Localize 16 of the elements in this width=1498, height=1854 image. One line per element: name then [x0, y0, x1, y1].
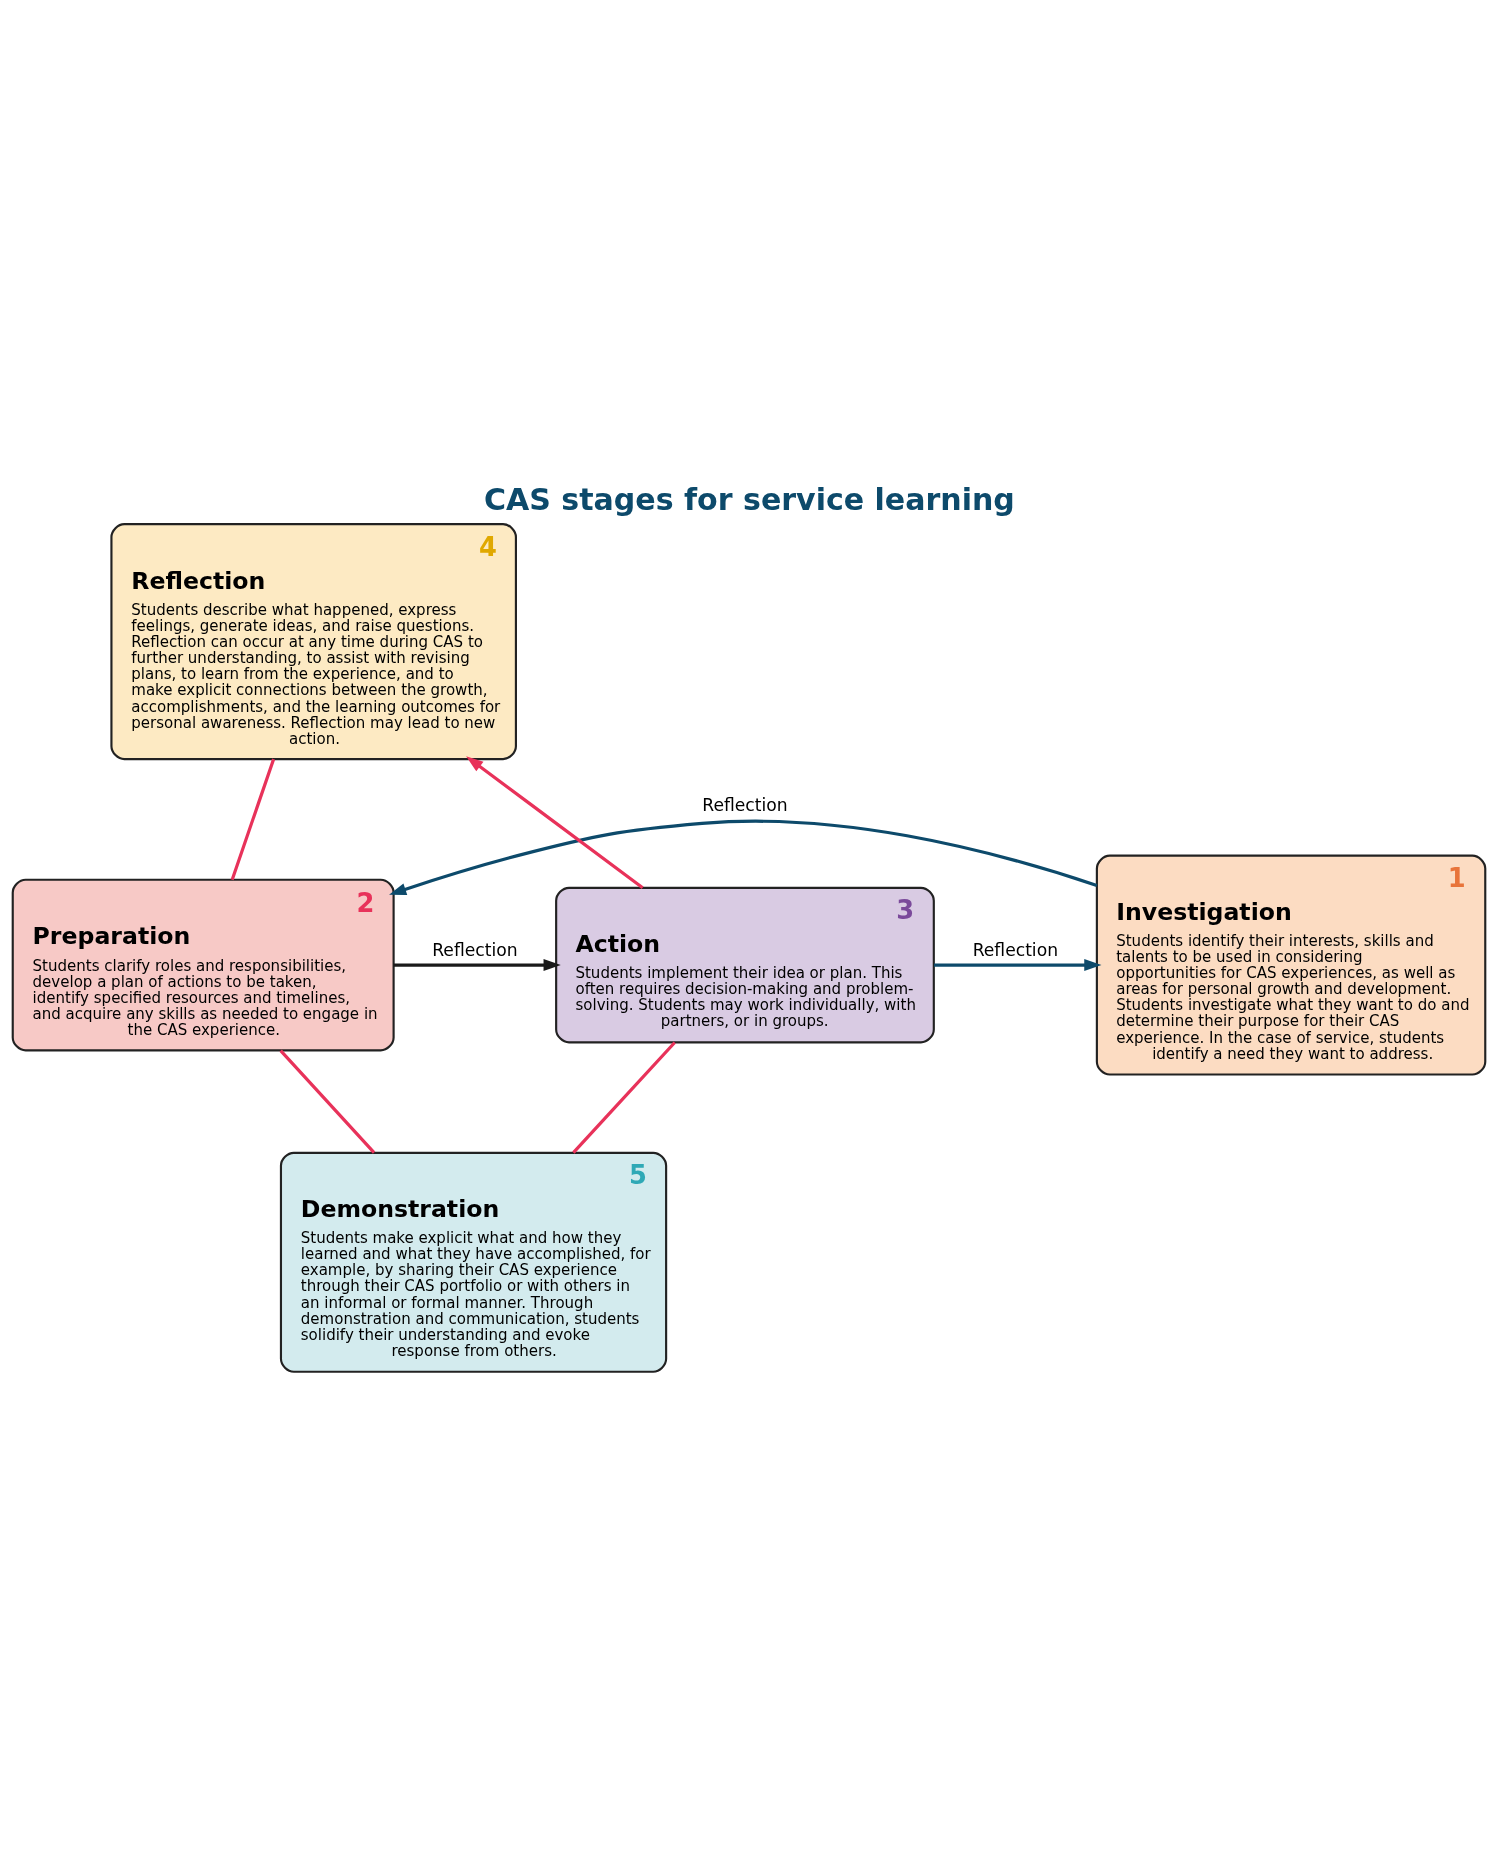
edge-label: Reflection — [432, 940, 518, 961]
connector — [279, 1049, 376, 1154]
arrow — [934, 959, 1102, 972]
diagram-title: CAS stages for service learning — [484, 481, 1015, 517]
connector — [230, 758, 276, 881]
node-box: 1 Investigation Students identify their interests, skills and talents to be used in considering opportunities for CAS experiences, as well as areas for personal growth and development. Students investigate what they want to do and determine their purpose for their CAS experience. In the case of service, students identify a need they want to address. — [1095, 854, 1487, 1076]
edge-label: Reflection — [972, 940, 1059, 961]
node-box: 2 Preparation Students clarify roles and responsibilities, develop a plan of actions to be taken, identify specified resources and timelines, and acquire any skills as needed to engage in the CAS experience. — [11, 878, 395, 1052]
arrow — [393, 959, 561, 972]
connector — [572, 1041, 676, 1154]
arrow — [389, 819, 1098, 895]
node-box: 4 Reflection Students describe what happened, express feelings, generate ideas, and raise questions. Reflection can occur at any time during CAS to further understanding, to assist with revising plans, to learn from the experience, and to make explicit connections between the growth, accomplishments, and the learning outcomes for personal awareness. Reflection may lead to new action. — [110, 523, 517, 761]
arrow — [466, 756, 644, 890]
node-box: 5 Demonstration Students make explicit what and how they learned and what they have accomplished, for example, by sharing their CAS experience through their CAS portfolio or with others in an informal or formal manner. Through demonstration and communication, students solidify their understanding and evoke response from others. — [279, 1151, 668, 1373]
edge-label: Reflection — [702, 795, 788, 816]
node-box: 3 Action Students implement their idea or plan. This often requires decision-making and problem-solving. Students may work individually, with partners, or in groups. — [555, 886, 935, 1044]
